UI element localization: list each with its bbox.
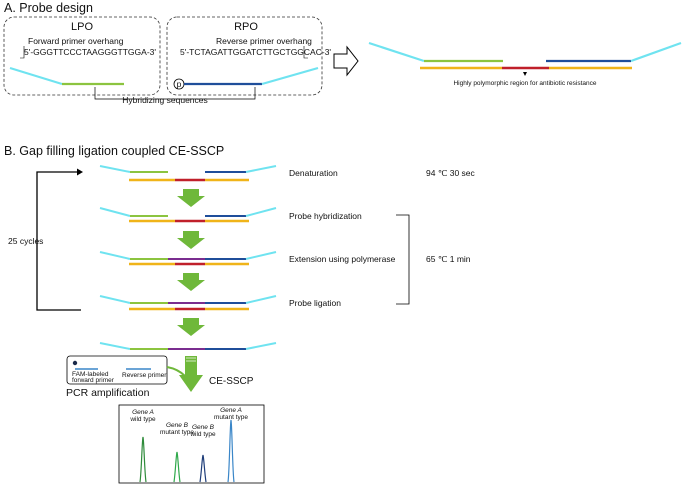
peak-3 (199, 454, 207, 483)
lpo-overhang-label: Forward primer overhang (28, 36, 124, 46)
primer-legend: FAM-labeled forward primer Reverse prime… (66, 355, 168, 385)
peak-type-label-3: wild type (189, 431, 216, 438)
hybridizing-label: Hybridizing sequences (122, 95, 208, 105)
pcr-down-arrow-icon (179, 356, 203, 392)
down-arrow-icon (177, 231, 205, 249)
phosphate-label: p (177, 79, 182, 89)
peak-1 (139, 436, 147, 483)
lpo-sequence: 5'-GGGTTCCCTAAGGGTTGGA-3' (24, 47, 156, 57)
lpo-title: LPO (71, 21, 93, 33)
lpo-box: LPO Forward primer overhang 5'-GGGTTCCCT… (3, 16, 161, 96)
peak-4 (227, 419, 235, 483)
cycle-arrow-icon (77, 168, 83, 176)
condition-denaturation: 94 ℃ 30 sec (426, 168, 476, 178)
down-arrow-icon (177, 273, 205, 291)
step-ligation: Probe ligation (289, 298, 341, 308)
legend-connector (166, 366, 186, 377)
section-a-title: A. Probe design (4, 1, 93, 15)
pcr-label: PCR amplification (66, 387, 150, 399)
step-extension: Extension using polymerase (289, 254, 396, 264)
rpo-overhang-strand (261, 66, 319, 86)
step-hybridization: Probe hybridization (289, 211, 362, 221)
down-arrow-icon (177, 318, 205, 336)
rpo-overhang-label: Reverse primer overhang (216, 36, 312, 46)
assembled-probe: Highly polymorphic region for antibiotic… (368, 41, 682, 87)
peak-gene-label-2: Gene B (166, 422, 189, 429)
section-b-title: B. Gap filling ligation coupled CE-SSCP (4, 144, 224, 158)
strand-row-extension (99, 251, 277, 266)
rpo-box: RPO Reverse primer overhang 5'-TCTAGATTG… (166, 16, 331, 96)
rpo-bracket (303, 46, 308, 59)
strand-row-ligation (99, 295, 277, 311)
peak-type-label-4: mutant type (214, 414, 248, 421)
strand-row-denaturation (99, 165, 277, 182)
peak-2 (173, 451, 181, 483)
peak-type-label-2: mutant type (160, 429, 194, 436)
polymorphic-pointer-icon (523, 72, 527, 76)
fam-label-dot-icon (72, 360, 78, 366)
peak-type-label-1: wild type (129, 416, 156, 423)
peak-gene-label-1: Gene A (132, 409, 154, 416)
fam-label-line2: forward primer (72, 377, 115, 384)
lpo-overhang-strand (9, 66, 63, 86)
lpo-bracket (20, 46, 25, 59)
condition-bracket (396, 214, 410, 305)
down-arrow-icon (177, 189, 205, 207)
ce-sscp-label: CE-SSCP (209, 376, 254, 387)
strand-row-hybridization (99, 207, 277, 223)
cycle-bracket (36, 171, 81, 311)
rpo-sequence: 5'-TCTAGATTGGATCTTGCTGGCAC-3' (180, 47, 331, 57)
polymorphic-label: Highly polymorphic region for antibiotic… (453, 80, 596, 87)
peak-gene-label-4: Gene A (220, 407, 242, 414)
peak-gene-label-3: Gene B (192, 424, 215, 431)
reverse-primer-label: Reverse primer (122, 372, 167, 379)
step-arrows (177, 189, 205, 392)
cycles-label: 25 cycles (8, 236, 43, 246)
hollow-right-arrow-icon (333, 45, 359, 77)
condition-extension: 65 ℃ 1 min (426, 254, 471, 264)
rpo-title: RPO (234, 21, 258, 33)
strand-row-product (99, 342, 277, 350)
hybridizing-bracket: Hybridizing sequences (94, 87, 256, 105)
step-denaturation: Denaturation (289, 168, 338, 178)
fam-label-line1: FAM-labeled (72, 371, 109, 378)
